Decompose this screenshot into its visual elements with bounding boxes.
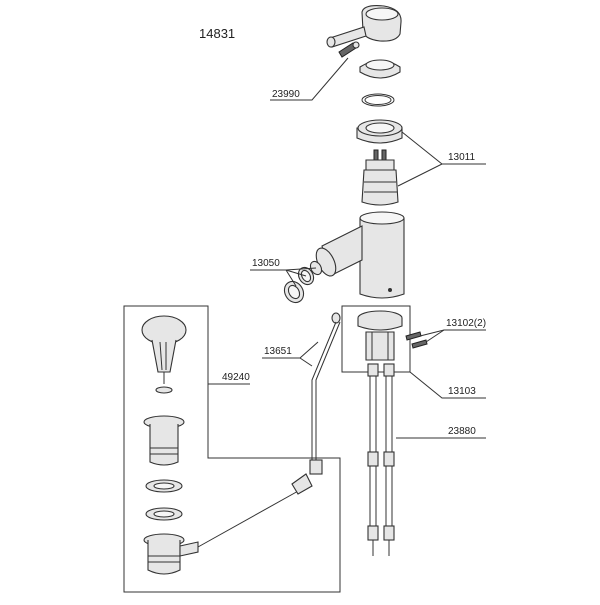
leader-23990 bbox=[270, 57, 349, 101]
callout-13651: 13651 bbox=[264, 346, 292, 357]
o-ring bbox=[361, 93, 395, 107]
callout-13103: 13103 bbox=[448, 386, 476, 397]
waste-kit-frame bbox=[123, 305, 341, 593]
leader-13103 bbox=[409, 371, 486, 399]
aerator-set-13050 bbox=[283, 260, 323, 304]
lever-handle bbox=[326, 5, 402, 48]
set-screw-23990 bbox=[338, 41, 360, 58]
mounting-screws-13102 bbox=[405, 331, 428, 349]
cartridge-nut bbox=[356, 119, 403, 144]
cap-ring bbox=[359, 59, 401, 79]
mounting-kit-13103 bbox=[357, 310, 403, 361]
faucet-body bbox=[315, 211, 405, 299]
callout-13011: 13011 bbox=[448, 152, 476, 163]
callout-13050: 13050 bbox=[252, 258, 280, 269]
leader-13102 bbox=[419, 329, 486, 337]
callout-49240: 49240 bbox=[222, 372, 250, 383]
supply-hoses-23880 bbox=[367, 363, 395, 556]
callout-13102: 13102(2) bbox=[446, 318, 486, 329]
waste-kit-49240 bbox=[141, 315, 323, 575]
lift-rod-13651 bbox=[311, 312, 341, 460]
callout-23880: 23880 bbox=[448, 426, 476, 437]
callout-23990: 23990 bbox=[272, 89, 300, 100]
drawing-number: 14831 bbox=[199, 26, 235, 41]
cartridge-13011 bbox=[361, 149, 399, 206]
